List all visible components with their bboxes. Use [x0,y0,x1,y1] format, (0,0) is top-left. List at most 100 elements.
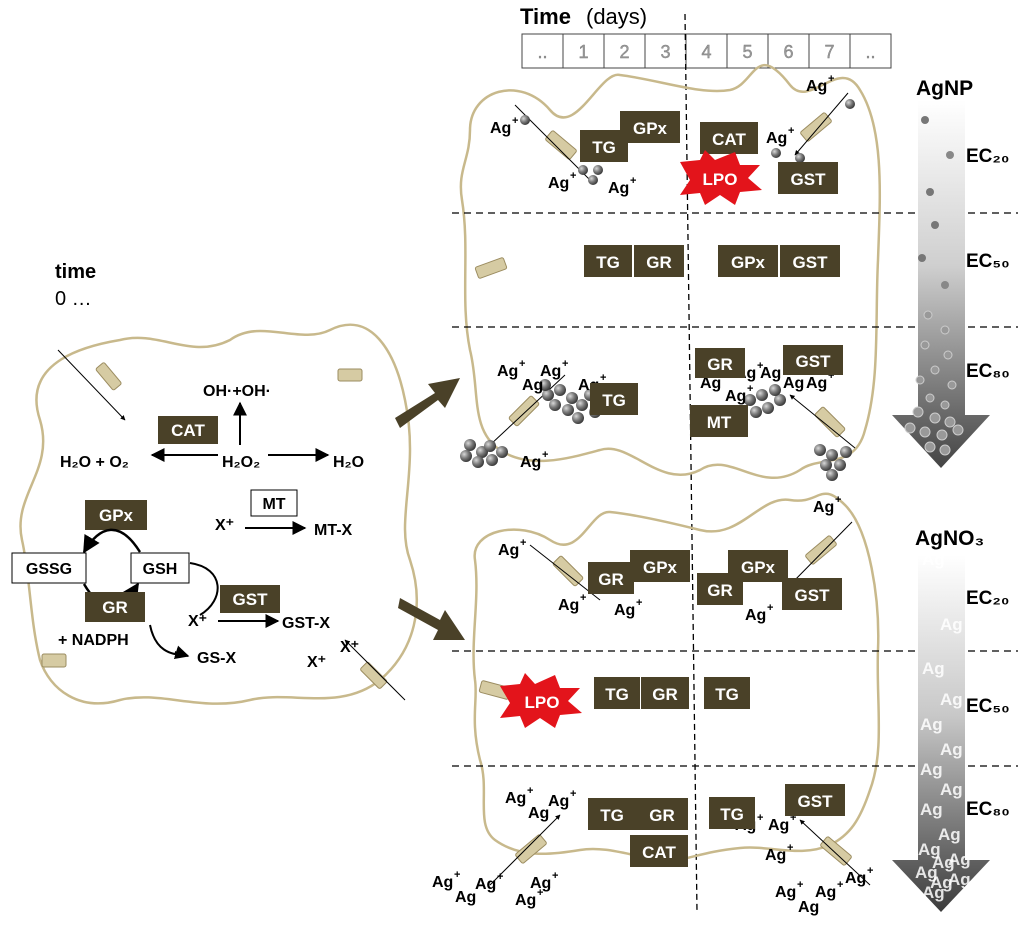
left-cell-membrane [19,323,418,705]
svg-text:GPx: GPx [633,119,668,138]
svg-text:+: + [454,869,460,881]
channel-icon [552,555,584,587]
ag-ion-label: Ag [798,899,819,916]
svg-text:Ag: Ag [815,884,836,901]
ag-ion-glyph: Ag [930,873,953,892]
mt-box: MT [690,405,748,437]
gst-box: GST [220,585,280,613]
ion-entry-arrow [794,92,849,156]
ag-ion-label: Ag [522,377,543,394]
ag-ion-label: Ag [528,805,549,822]
tg-box: TG [588,798,636,830]
agno3-ec50: EC₅₀ [966,696,1010,717]
svg-text:+: + [562,358,568,370]
day-divider-line [684,13,698,913]
svg-text:+: + [867,865,873,877]
gr-box: GR [85,592,145,622]
ag-ion-label: Ag+ [806,73,834,95]
svg-text:LPO: LPO [703,170,738,189]
svg-text:Ag: Ag [540,363,561,380]
svg-text:GR: GR [646,253,672,272]
ag-ion-glyph: Ag [932,853,955,872]
svg-text:Ag: Ag [806,78,827,95]
ag-ion-label: Ag+ [548,170,576,192]
ag-ion-label: Ag+ [725,383,753,405]
svg-text:Ag: Ag [530,875,551,892]
svg-text:Ag: Ag [558,597,579,614]
channel-icon [515,834,547,864]
svg-text:Ag: Ag [475,876,496,893]
svg-text:GSH: GSH [143,561,178,578]
svg-text:MT: MT [707,413,732,432]
ag-ion-label: Ag+ [558,592,586,614]
svg-text:+: + [512,115,518,127]
svg-text:TG: TG [720,805,744,824]
tg-box: TG [580,130,628,162]
ag-ion-label: Ag+ [548,788,576,810]
svg-text:+: + [747,383,753,395]
svg-text:Ag: Ag [806,375,827,392]
svg-text:+: + [835,494,841,506]
ag-ion-glyph: Ag [940,740,963,759]
svg-text:Ag: Ag [490,120,511,137]
agno3-ec80: EC₈₀ [966,799,1010,820]
svg-text:TG: TG [605,685,629,704]
gpx-box: GPx [718,245,778,277]
svg-text:+: + [630,175,636,187]
ag-ion-label: Ag+ [540,358,568,380]
gst-x-label: GST-X [282,615,330,632]
gsh-box: GSH [130,552,190,584]
timeline-cell: 6 [767,33,810,69]
svg-text:+: + [757,812,763,824]
timeline-tick-label: 7 [824,42,834,62]
svg-text:Ag: Ag [520,454,541,471]
ag-ion-label: Ag [455,889,476,906]
svg-text:Ag: Ag [528,805,549,822]
svg-text:+: + [797,879,803,891]
big-arrow-icon [398,598,465,640]
svg-text:GST: GST [795,586,831,605]
svg-text:Ag: Ag [798,899,819,916]
svg-text:Ag: Ag [766,130,787,147]
svg-text:Ag: Ag [760,365,781,382]
agno3-ec20: EC₂₀ [966,588,1009,609]
svg-text:+: + [837,879,843,891]
ion-entry-arrow [57,349,126,421]
svg-text:GST: GST [796,352,832,371]
svg-text:CAT: CAT [642,843,676,862]
channel-icon [337,368,363,382]
ag-ion-label: Ag+ [515,887,543,909]
timeline-tick-label: 3 [660,42,670,62]
svg-text:MT: MT [262,496,285,513]
svg-text:LPO: LPO [525,693,560,712]
ion-entry-arrow [489,814,561,886]
svg-text:TG: TG [596,253,620,272]
gst-box: GST [778,162,838,194]
ag-ion-label: Ag+ [530,870,558,892]
gr-box: GR [695,348,745,378]
water-label: H₂O [333,454,364,471]
svg-text:Ag: Ag [455,889,476,906]
channel-icon [95,362,122,391]
svg-text:GST: GST [793,253,829,272]
gs-x-label: GS-X [197,650,236,667]
ion-entry-arrow [789,394,856,449]
agnp-ec20: EC₂₀ [966,146,1009,167]
svg-text:GR: GR [707,355,733,374]
gpx-box: GPx [620,111,680,143]
channel-icon [360,661,388,689]
svg-text:GST: GST [798,792,834,811]
svg-text:Ag: Ag [768,817,789,834]
gst-box: GST [782,578,842,610]
svg-text:GR: GR [102,598,128,617]
svg-text:Ag: Ag [765,847,786,864]
svg-text:Ag: Ag [700,375,721,392]
radicals-label: OH·+OH· [203,383,271,400]
svg-text:Ag: Ag [775,884,796,901]
timeline-cell: .. [521,33,564,69]
time-label: time [55,261,96,283]
gr-box: GR [588,562,634,594]
svg-text:CAT: CAT [712,130,746,149]
